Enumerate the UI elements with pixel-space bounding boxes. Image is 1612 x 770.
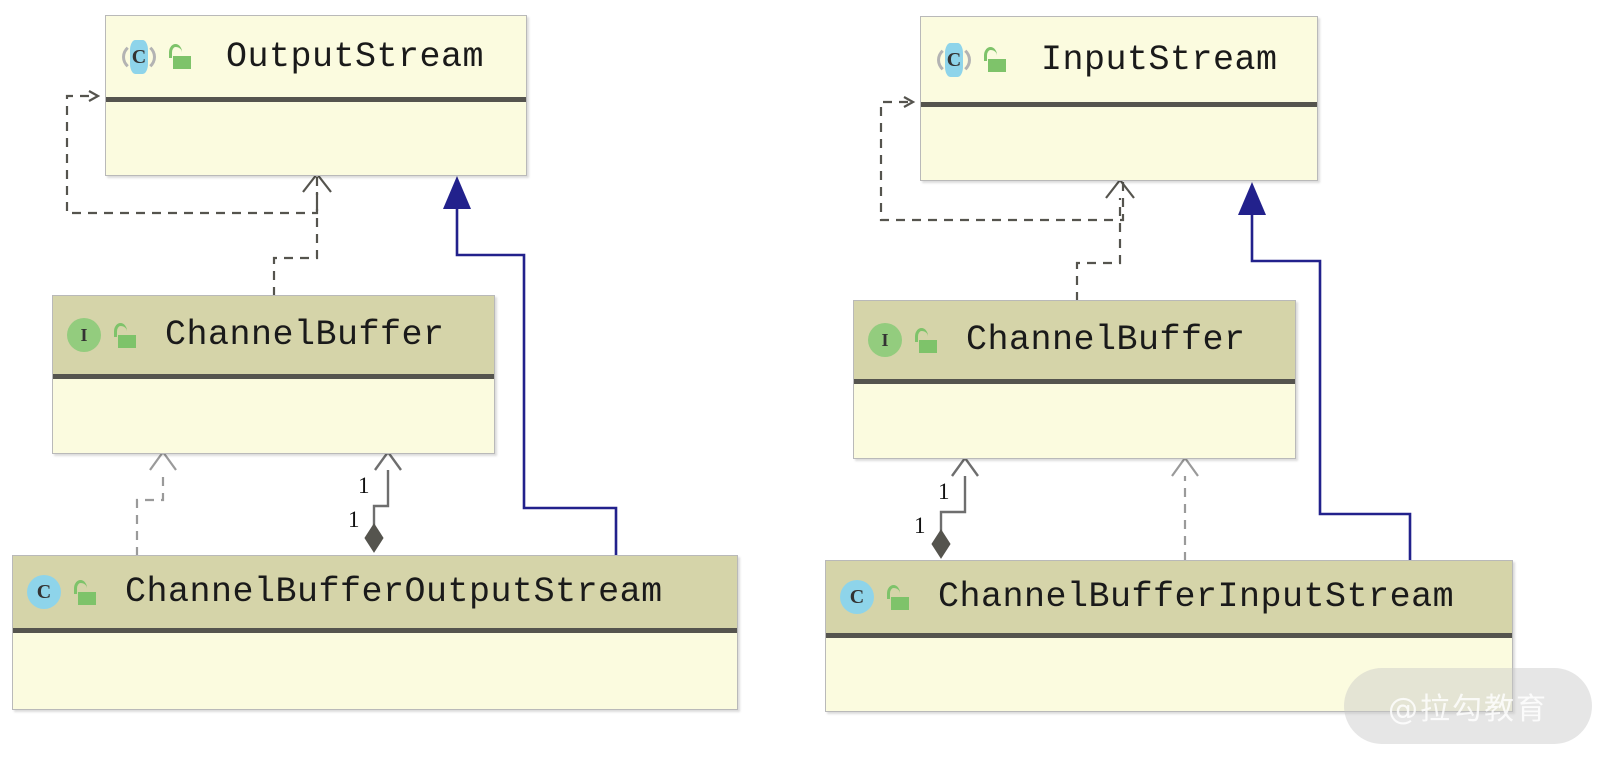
edge-realization-cbis-channelbuffer: [1171, 456, 1199, 561]
interface-box-channelbuffer-right[interactable]: I ChannelBuffer: [853, 300, 1296, 459]
edge-realization-channelbuffer-outputstream: [272, 172, 332, 296]
edge-realization-channelbuffer-inputstream: [1075, 178, 1135, 301]
class-title-outputstream: OutputStream: [226, 36, 485, 77]
watermark: @拉勾教育: [1344, 668, 1592, 744]
interface-header-channelbuffer-right: I ChannelBuffer: [854, 301, 1295, 384]
class-header-outputstream: C OutputStream: [106, 16, 526, 102]
unlock-icon: [886, 584, 910, 610]
unlock-icon: [914, 327, 938, 353]
interface-icon-letter: I: [881, 330, 889, 350]
class-icon: C: [27, 575, 61, 609]
class-box-inputstream[interactable]: C InputStream: [920, 16, 1318, 181]
unlock-icon: [983, 47, 1007, 72]
class-title-inputstream: InputStream: [1041, 39, 1278, 80]
multiplicity-label-target-right: 1: [938, 479, 950, 504]
class-title-channelbufferinputstream: ChannelBufferInputStream: [938, 577, 1455, 617]
interface-icon: I: [868, 323, 902, 357]
interface-icon: I: [67, 318, 101, 352]
class-members-inputstream: [921, 107, 1317, 177]
class-icon: C: [840, 580, 874, 614]
multiplicity-label-source-left: 1: [348, 507, 360, 532]
interface-title-channelbuffer-left: ChannelBuffer: [165, 315, 445, 355]
class-box-channelbufferinputstream[interactable]: C ChannelBufferInputStream: [825, 560, 1513, 712]
abstract-class-icon-letter: C: [946, 48, 962, 71]
class-box-channelbufferoutputstream[interactable]: C ChannelBufferOutputStream: [12, 555, 738, 710]
class-icon-letter: C: [849, 586, 865, 608]
interface-box-channelbuffer-left[interactable]: I ChannelBuffer: [52, 295, 495, 454]
class-header-channelbufferoutputstream: C ChannelBufferOutputStream: [13, 556, 737, 633]
interface-title-channelbuffer-right: ChannelBuffer: [966, 320, 1246, 360]
unlock-icon: [168, 44, 192, 69]
class-title-channelbufferoutputstream: ChannelBufferOutputStream: [125, 572, 663, 612]
edge-aggregation-cbos-channelbuffer: [364, 449, 402, 553]
abstract-class-icon: C: [122, 39, 156, 74]
interface-members-channelbuffer-right: [854, 384, 1295, 452]
abstract-class-icon-letter: C: [131, 45, 147, 68]
interface-icon-letter: I: [80, 325, 88, 345]
abstract-class-icon: C: [937, 42, 971, 77]
unlock-icon: [113, 322, 137, 348]
class-members-channelbufferinputstream: [826, 638, 1512, 708]
class-members-outputstream: [106, 102, 526, 172]
interface-members-channelbuffer-left: [53, 379, 494, 447]
interface-header-channelbuffer-left: I ChannelBuffer: [53, 296, 494, 379]
class-header-inputstream: C InputStream: [921, 17, 1317, 107]
class-header-channelbufferinputstream: C ChannelBufferInputStream: [826, 561, 1512, 638]
class-box-outputstream[interactable]: C OutputStream: [105, 15, 527, 176]
class-icon-letter: C: [36, 581, 52, 603]
unlock-icon: [73, 579, 97, 605]
multiplicity-label-source-right: 1: [914, 513, 926, 538]
edge-aggregation-cbis-channelbuffer: [931, 455, 979, 559]
multiplicity-label-target-left: 1: [358, 473, 370, 498]
class-members-channelbufferoutputstream: [13, 633, 737, 706]
edge-realization-cbos-channelbuffer: [135, 450, 177, 556]
